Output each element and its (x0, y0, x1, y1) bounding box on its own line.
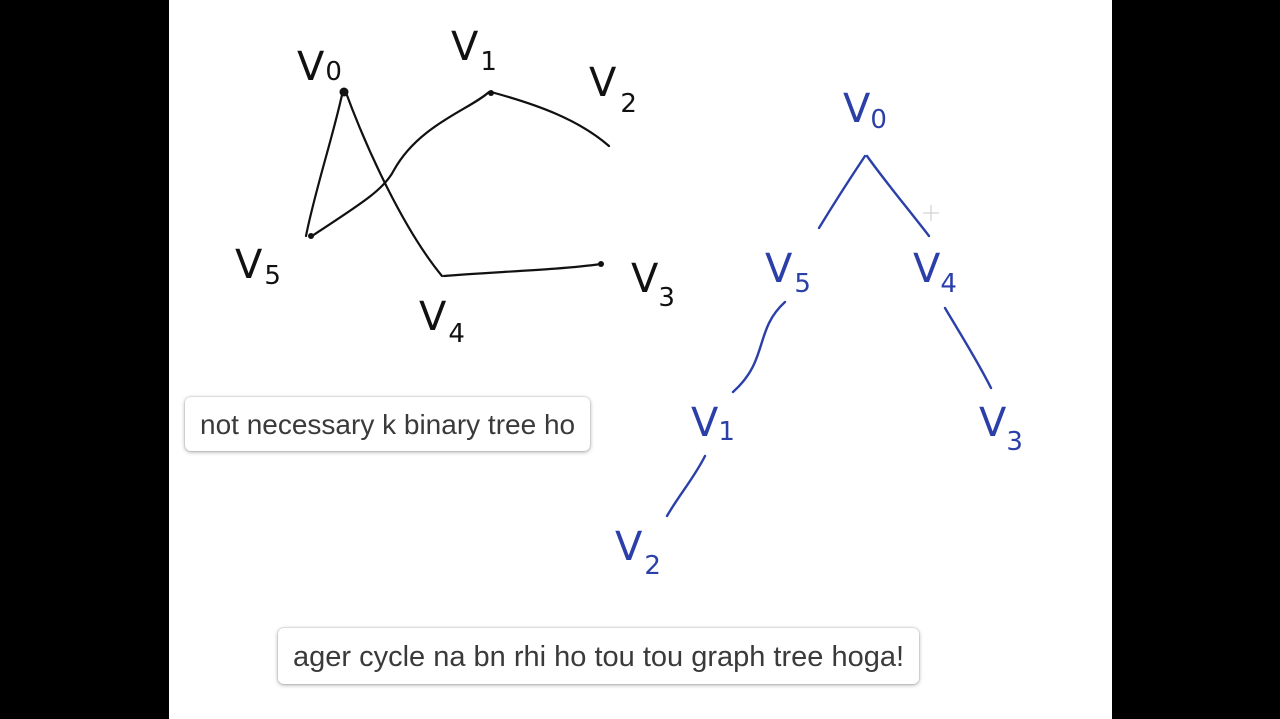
graph-edge-v4-v3 (442, 262, 603, 278)
graph-label-v0: V0 (297, 44, 342, 90)
tree-label-v5: V5 (765, 246, 811, 299)
tree-label-v2: V2 (615, 524, 661, 581)
tree-edge-v1-v2 (665, 454, 707, 518)
tree-diagram (665, 154, 993, 518)
graph-edge-v5-v1 (310, 90, 491, 238)
graph-edge-v0-v5 (304, 88, 345, 238)
tree-label-v1: V1 (691, 400, 735, 447)
tree-edge-v0-v5 (817, 154, 867, 230)
tree-edge-v4-v3 (943, 306, 993, 390)
graph-edge-v0-v4 (343, 88, 444, 278)
graph-dot-v5 (308, 233, 314, 239)
tree-label-v3: V3 (979, 400, 1023, 457)
pen-cursor-icon (923, 205, 939, 221)
graph-label-v5: V5 (235, 242, 281, 291)
caption-cycle-note: ager cycle na bn rhi ho tou tou graph tr… (278, 628, 920, 684)
graph-dot-v1 (488, 90, 494, 96)
graph-diagram (304, 88, 611, 278)
graph-dot-v0 (339, 87, 349, 97)
graph-label-v1: V1 (451, 24, 497, 77)
tree-labels: V0 V5 V4 V1 V3 V2 (615, 86, 1023, 581)
graph-edge-v1-v2 (489, 90, 611, 148)
graph-dot-v3 (598, 261, 604, 267)
graph-vertex-dots (308, 87, 604, 267)
tree-label-v0: V0 (843, 86, 887, 135)
tree-edge-v0-v4 (865, 154, 931, 238)
tree-edge-v5-v1 (731, 300, 787, 394)
tree-label-v4: V4 (913, 246, 957, 299)
caption-binary-tree-note: not necessary k binary tree ho (185, 397, 591, 451)
graph-label-v3: V3 (631, 256, 675, 313)
graph-label-v4: V4 (419, 294, 465, 349)
